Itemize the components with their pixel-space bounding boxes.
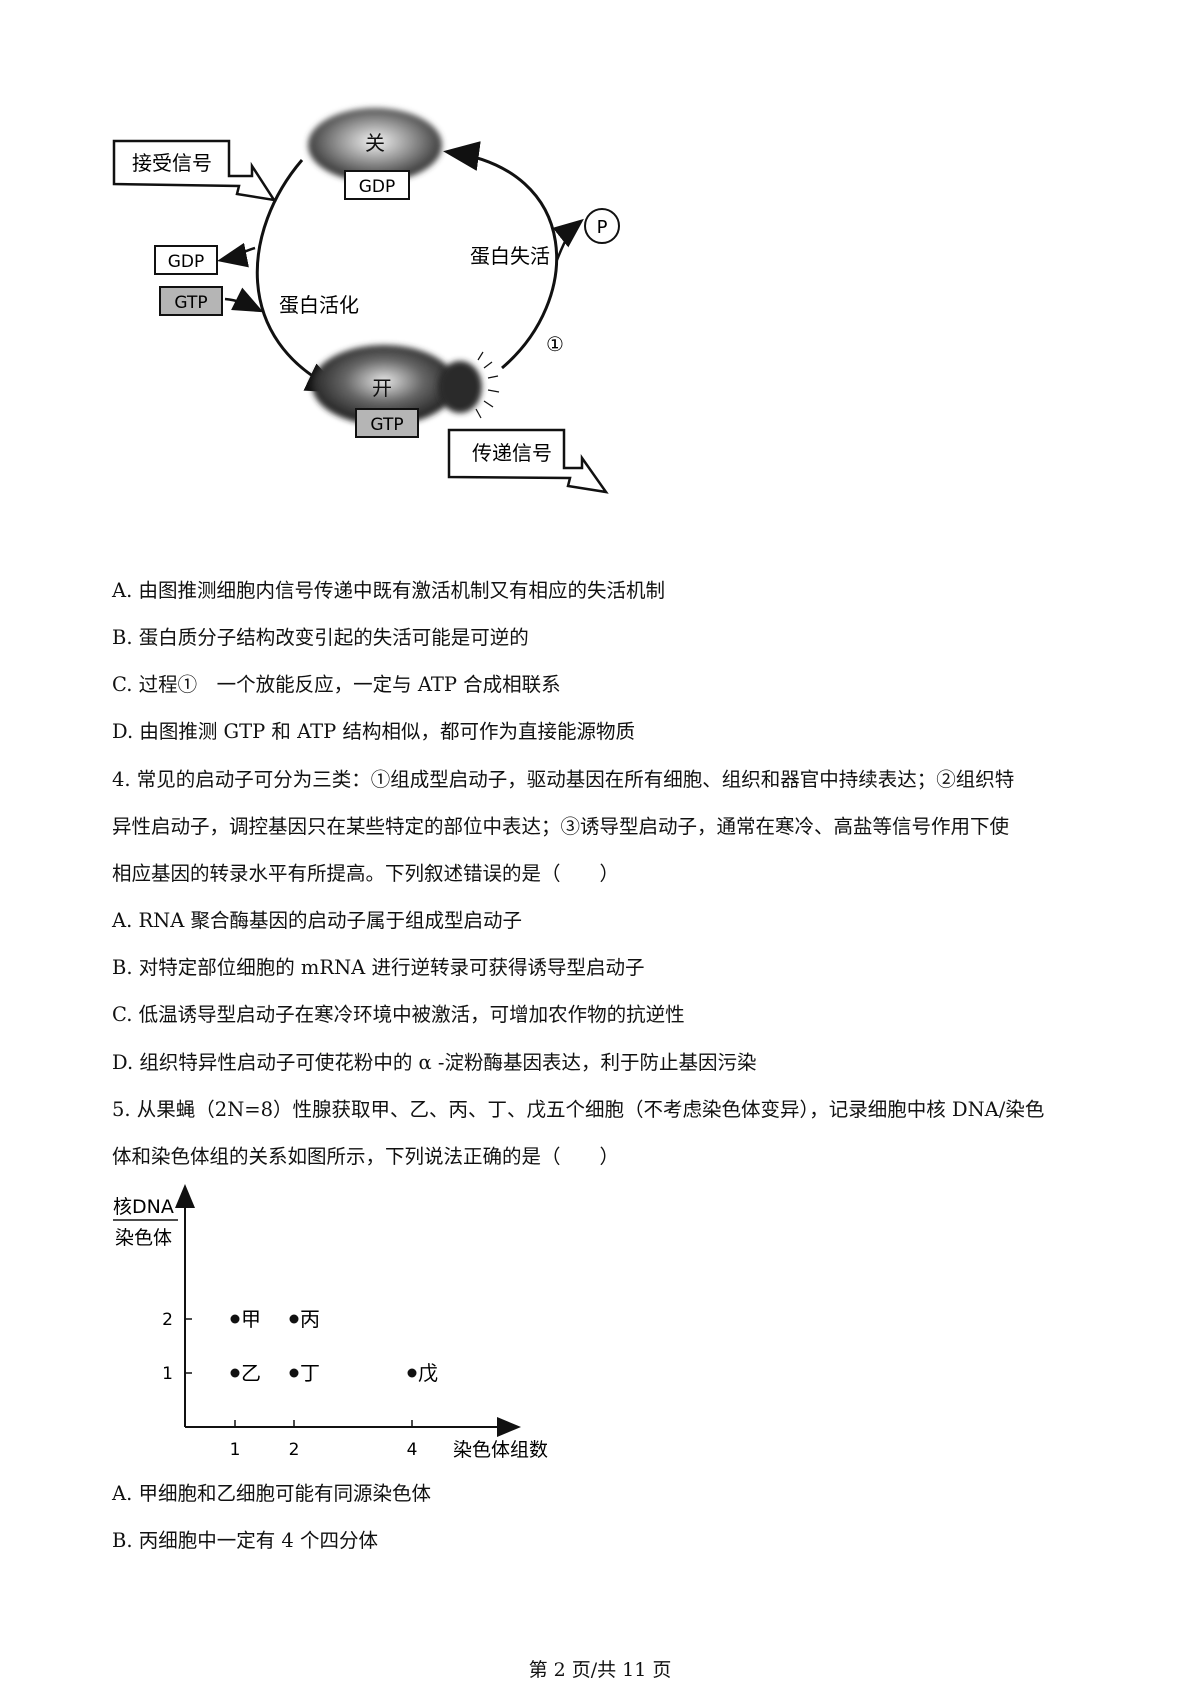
gtp-in-arrow: [224, 287, 264, 313]
q4-option-c: C. 低温诱导型启动子在寒冷环境中被激活，可增加农作物的抗逆性: [112, 1003, 685, 1026]
phosphate-label: P: [597, 217, 608, 238]
receive-signal-box: 接受信号: [112, 139, 277, 202]
g-protein-cycle-diagram: 关 GDP 开 GTP 接受信号 GDP GTP 蛋白活化 蛋白失活 ① P 传…: [112, 108, 620, 494]
q3-option-d: D. 由图推测 GTP 和 ATP 结构相似，都可作为直接能源物质: [112, 720, 635, 743]
page-footer: 第 2 页/共 11 页: [528, 1659, 672, 1681]
gtp-in-label: GTP: [174, 293, 207, 313]
data-point: [289, 1314, 299, 1324]
gtp-tag: [355, 408, 419, 438]
q4-stem-line-3: 相应基因的转录水平有所提高。下列叙述错误的是（ ）: [112, 862, 620, 885]
y-axis-label-numerator: 核DNA: [113, 1196, 174, 1218]
q3-option-b: B. 蛋白质分子结构改变引起的失活可能是可逆的: [112, 626, 529, 649]
dna-chromosome-scatter-chart: 核DNA 染色体 染色体组数 1 2 4 1 2 甲 丙乙 丁 戊: [113, 1184, 548, 1461]
data-point: [230, 1368, 240, 1378]
x-axis-label: 染色体组数: [453, 1439, 548, 1461]
data-point-label: 丙: [300, 1307, 320, 1331]
on-protein: 开 GTP: [312, 345, 500, 438]
on-state-label: 开: [372, 376, 392, 400]
gdp-tag-label: GDP: [359, 177, 396, 197]
x-tick-label: 1: [230, 1440, 241, 1460]
x-tick-label: 2: [289, 1440, 300, 1460]
off-protein: 关 GDP: [308, 108, 442, 200]
q4-option-b: B. 对特定部位细胞的 mRNA 进行逆转录可获得诱导型启动子: [112, 956, 645, 979]
gtp-tag-label: GTP: [370, 415, 403, 435]
activity-glow: [475, 351, 500, 419]
q5-option-b: B. 丙细胞中一定有 4 个四分体: [112, 1529, 379, 1552]
receive-signal-label: 接受信号: [132, 151, 212, 175]
y-tick-label: 1: [162, 1364, 173, 1384]
q4-option-d: D. 组织特异性启动子可使花粉中的 α -淀粉酶基因表达，利于防止基因污染: [112, 1051, 757, 1074]
q4-stem-line-1: 4. 常见的启动子可分为三类：①组成型启动子，驱动基因在所有细胞、组织和器官中持…: [112, 768, 1015, 791]
process-1-label: ①: [546, 332, 564, 356]
data-point-label: 甲: [241, 1307, 261, 1331]
gdp-out-label: GDP: [168, 252, 205, 272]
phosphate-circle: [584, 208, 620, 244]
x-tick-label: 4: [407, 1440, 418, 1460]
gdp-tag: [344, 170, 410, 200]
phosphate-release-arrow: [552, 218, 584, 261]
q3-option-a: A. 由图推测细胞内信号传递中既有激活机制又有相应的失活机制: [112, 579, 665, 602]
q3-option-c: C. 过程① 一个放能反应，一定与 ATP 合成相联系: [112, 673, 561, 696]
y-tick-label: 2: [162, 1310, 173, 1330]
data-point-label: 丁: [300, 1361, 320, 1385]
activation-arc: [255, 159, 343, 393]
q5-stem-line-1: 5. 从果蝇（2N=8）性腺获取甲、乙、丙、丁、戊五个细胞（不考虑染色体变异），…: [112, 1098, 1045, 1121]
q5-option-a: A. 甲细胞和乙细胞可能有同源染色体: [112, 1482, 431, 1505]
transmit-signal-box: 传递信号: [447, 428, 609, 494]
gdp-out-box: [154, 245, 218, 275]
transmit-signal-label: 传递信号: [472, 441, 552, 465]
data-point: [289, 1368, 299, 1378]
data-point-label: 乙: [241, 1361, 261, 1385]
y-axis-label-denominator: 染色体: [115, 1227, 172, 1249]
data-point: [230, 1314, 240, 1324]
off-state-label: 关: [365, 131, 385, 155]
gdp-out-arrow: [217, 242, 256, 268]
inactivation-label: 蛋白失活: [470, 244, 550, 268]
q5-stem-line-2: 体和染色体组的关系如图所示，下列说法正确的是（ ）: [112, 1145, 620, 1168]
gtp-in-box: [159, 286, 223, 316]
q4-stem-line-2: 异性启动子，调控基因只在某些特定的部位中表达；③诱导型启动子，通常在寒冷、高盐等…: [112, 815, 1010, 838]
data-point-label: 戊: [418, 1361, 438, 1385]
activation-label: 蛋白活化: [279, 293, 359, 317]
q4-option-a: A. RNA 聚合酶基因的启动子属于组成型启动子: [112, 909, 523, 932]
data-point: [407, 1368, 417, 1378]
